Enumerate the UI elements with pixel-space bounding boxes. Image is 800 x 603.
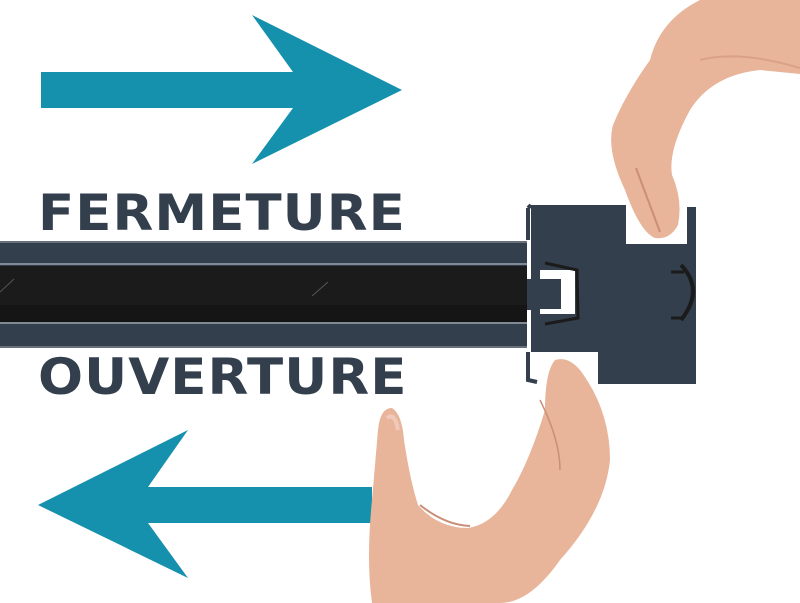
upper-hand [611,0,800,239]
opening-label: OUVERTURE [38,348,408,406]
arrow-right-icon [41,15,402,164]
arrow-left-icon [38,430,372,578]
closing-label: FERMETURE [38,184,406,242]
sliding-bar [0,241,527,348]
lower-hand [369,359,610,603]
profile-block [526,203,696,384]
